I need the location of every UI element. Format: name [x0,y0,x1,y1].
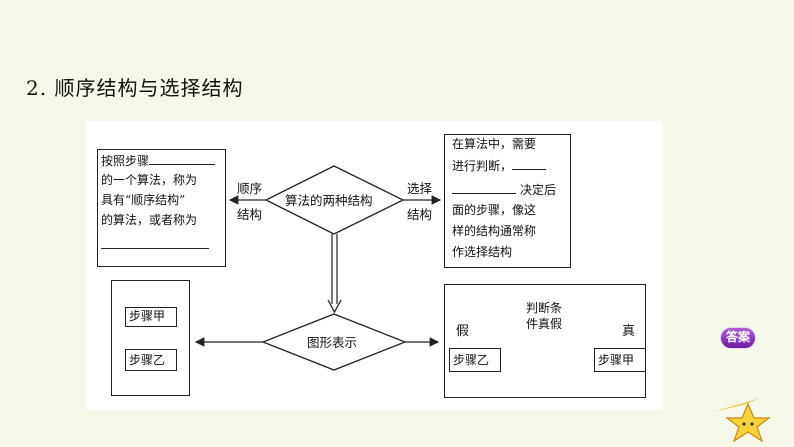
center-diamond-label: 算法的两种结构 [285,193,373,208]
sel-line6: 作选择结构 [452,245,513,259]
false-label: 假 [456,324,470,339]
section-title: 2. 顺序结构与选择结构 [26,76,244,100]
true-label: 真 [622,324,636,339]
step-a-label: 步骤甲 [129,309,166,323]
seq-line4: 的算法，或者称为 [101,213,198,227]
left-arrow-label-2: 结构 [237,207,263,222]
sel-line3: 决定后 [520,183,557,197]
graph-diamond-label: 图形表示 [307,335,358,350]
graph-diamond-shape [261,313,407,371]
sequence-description-box [97,149,226,267]
step-b-label: 步骤乙 [129,353,166,367]
sel-line4: 面的步骤，像这 [452,203,537,217]
sequence-diagram-box [111,280,190,396]
true-step-box [594,348,646,372]
left-arrow-label-1: 顺序 [237,181,263,196]
sel-blank-2[interactable] [452,181,516,194]
sel-line2: 进行判断， [452,157,547,175]
sel-line1: 在算法中，需要 [452,137,537,151]
selection-description-box [444,134,571,268]
sel-line2-text: 进行判断， [452,159,513,173]
condition-label-1: 判断条 [526,301,563,315]
seq-blank-1[interactable] [149,152,216,165]
false-step-box [449,348,501,372]
step-b-box [125,349,177,371]
star-icon [712,398,771,443]
true-step-label: 步骤甲 [598,353,635,367]
answer-button[interactable]: 答案 [720,327,756,349]
right-arrow-label-2: 结构 [407,207,433,222]
step-a-box [125,307,177,327]
false-step-label: 步骤乙 [453,353,490,367]
seq-blank-2[interactable] [101,236,209,249]
center-diamond-shape [264,165,405,235]
seq-line3: 具有“顺序结构” [101,193,186,207]
seq-line1: 按照步骤 [101,154,150,168]
sel-blank-1[interactable] [512,157,547,170]
selection-diagram-box [444,284,646,398]
sel-line5: 样的结构通常称 [452,224,537,238]
seq-line2: 的一个算法，称为 [101,173,198,187]
condition-label-2: 件真假 [526,317,563,331]
right-arrow-label-1: 选择 [407,181,433,196]
